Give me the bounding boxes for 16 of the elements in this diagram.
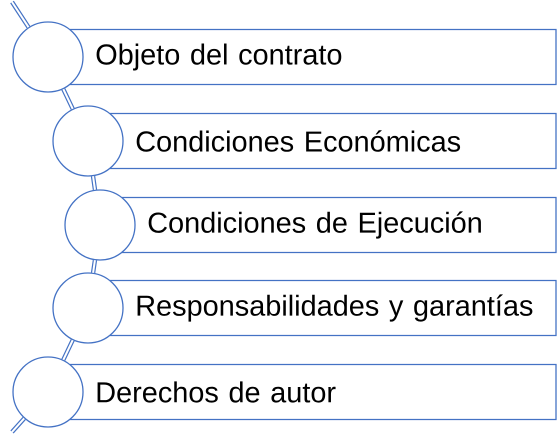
list-bar: Derechos de autor [70,364,557,420]
circle [52,105,124,177]
spine-line [10,0,30,28]
spine-line [10,417,26,434]
list-bar: Objeto del contrato [70,28,557,86]
circle [52,272,124,344]
list-bar: Responsabilidades y garantías [110,280,557,336]
circle [12,21,84,93]
circle [12,356,84,428]
list-bar: Condiciones de Ejecución [122,196,557,254]
spine-line [61,88,75,110]
spine-line [90,260,98,274]
spine-line [61,339,75,361]
circle [64,189,136,261]
spine-line [90,176,98,190]
list-bar: Condiciones Económicas [110,112,557,170]
